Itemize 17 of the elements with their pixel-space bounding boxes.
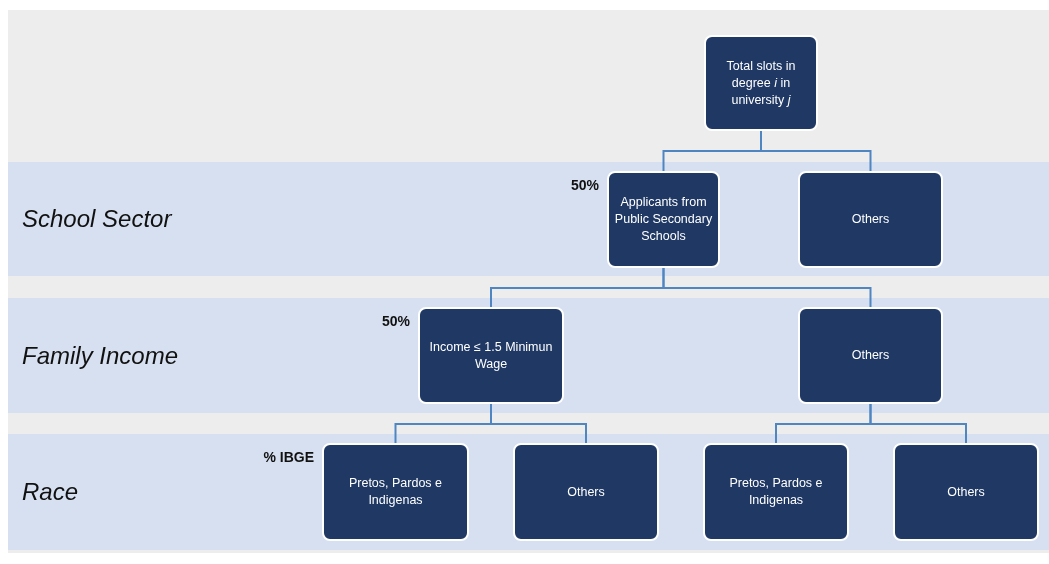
category-box: Others	[798, 307, 943, 404]
category-box: Others	[798, 171, 943, 268]
category-band	[8, 434, 1049, 550]
category-box: Total slots in degree i in university j	[704, 35, 818, 131]
category-box: Pretos, Pardos e Indigenas	[703, 443, 849, 541]
band-label: Race	[22, 477, 79, 507]
connector-line	[662, 267, 872, 308]
category-band	[8, 298, 1049, 413]
share-label: 50%	[381, 313, 410, 330]
share-label: % IBGE	[263, 449, 314, 466]
band-label: Family Income	[22, 340, 179, 371]
category-band	[8, 162, 1049, 276]
connector-line	[869, 403, 967, 444]
category-box: Others	[893, 443, 1039, 541]
category-box: Others	[513, 443, 659, 541]
share-label: 50%	[570, 177, 599, 194]
band-label: School Sector	[22, 204, 172, 234]
